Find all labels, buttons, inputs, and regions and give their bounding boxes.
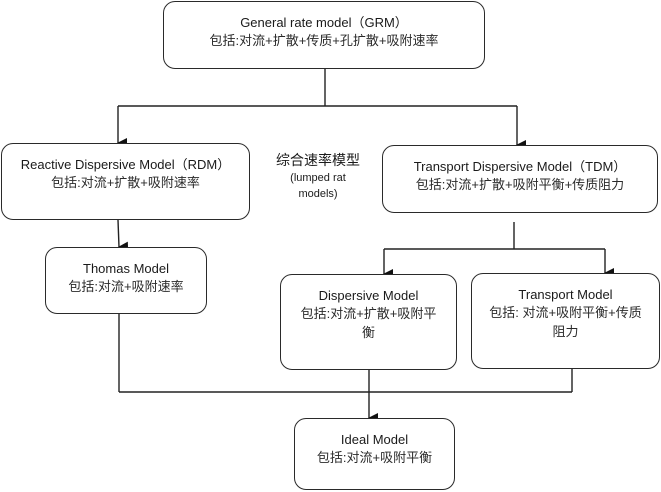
annotation-en-2: models) bbox=[298, 188, 338, 200]
node-dispersive[interactable]: Dispersive Model 包括:对流+扩散+吸附平衡 bbox=[280, 274, 457, 370]
node-grm-desc: 包括:对流+扩散+传质+孔扩散+吸附速率 bbox=[209, 33, 439, 48]
node-rdm[interactable]: Reactive Dispersive Model（RDM） 包括:对流+扩散+… bbox=[1, 143, 250, 220]
edge-rdm-thomas bbox=[117, 219, 129, 252]
node-rdm-title: Reactive Dispersive Model（RDM） bbox=[20, 157, 231, 172]
node-tdm[interactable]: Transport Dispersive Model（TDM） 包括:对流+扩散… bbox=[382, 145, 658, 213]
node-thomas[interactable]: Thomas Model 包括:对流+吸附速率 bbox=[45, 247, 207, 314]
annotation-cn: 综合速率模型 bbox=[276, 152, 360, 168]
annotation-en-1: (lumped rat bbox=[290, 172, 346, 184]
node-ideal-desc: 包括:对流+吸附平衡 bbox=[316, 450, 433, 465]
node-rdm-desc: 包括:对流+扩散+吸附速率 bbox=[51, 175, 200, 190]
node-transport-desc: 包括: 对流+吸附平衡+传质阻力 bbox=[489, 305, 642, 339]
node-tdm-desc: 包括:对流+扩散+吸附平衡+传质阻力 bbox=[415, 177, 625, 192]
node-transport-title: Transport Model bbox=[518, 287, 613, 302]
annotation-lumped-rate: 综合速率模型 (lumped rat models) bbox=[258, 150, 378, 202]
node-dispersive-title: Dispersive Model bbox=[318, 288, 419, 303]
node-grm[interactable]: General rate model（GRM） 包括:对流+扩散+传质+孔扩散+… bbox=[163, 1, 485, 69]
node-ideal-title: Ideal Model bbox=[340, 432, 409, 447]
node-thomas-desc: 包括:对流+吸附速率 bbox=[68, 279, 184, 294]
node-tdm-title: Transport Dispersive Model（TDM） bbox=[413, 159, 627, 174]
node-ideal[interactable]: Ideal Model 包括:对流+吸附平衡 bbox=[294, 418, 455, 490]
node-dispersive-desc: 包括:对流+扩散+吸附平衡 bbox=[300, 306, 437, 340]
node-grm-title: General rate model（GRM） bbox=[240, 15, 408, 30]
node-thomas-title: Thomas Model bbox=[83, 261, 169, 276]
node-transport[interactable]: Transport Model 包括: 对流+吸附平衡+传质阻力 bbox=[471, 273, 660, 369]
